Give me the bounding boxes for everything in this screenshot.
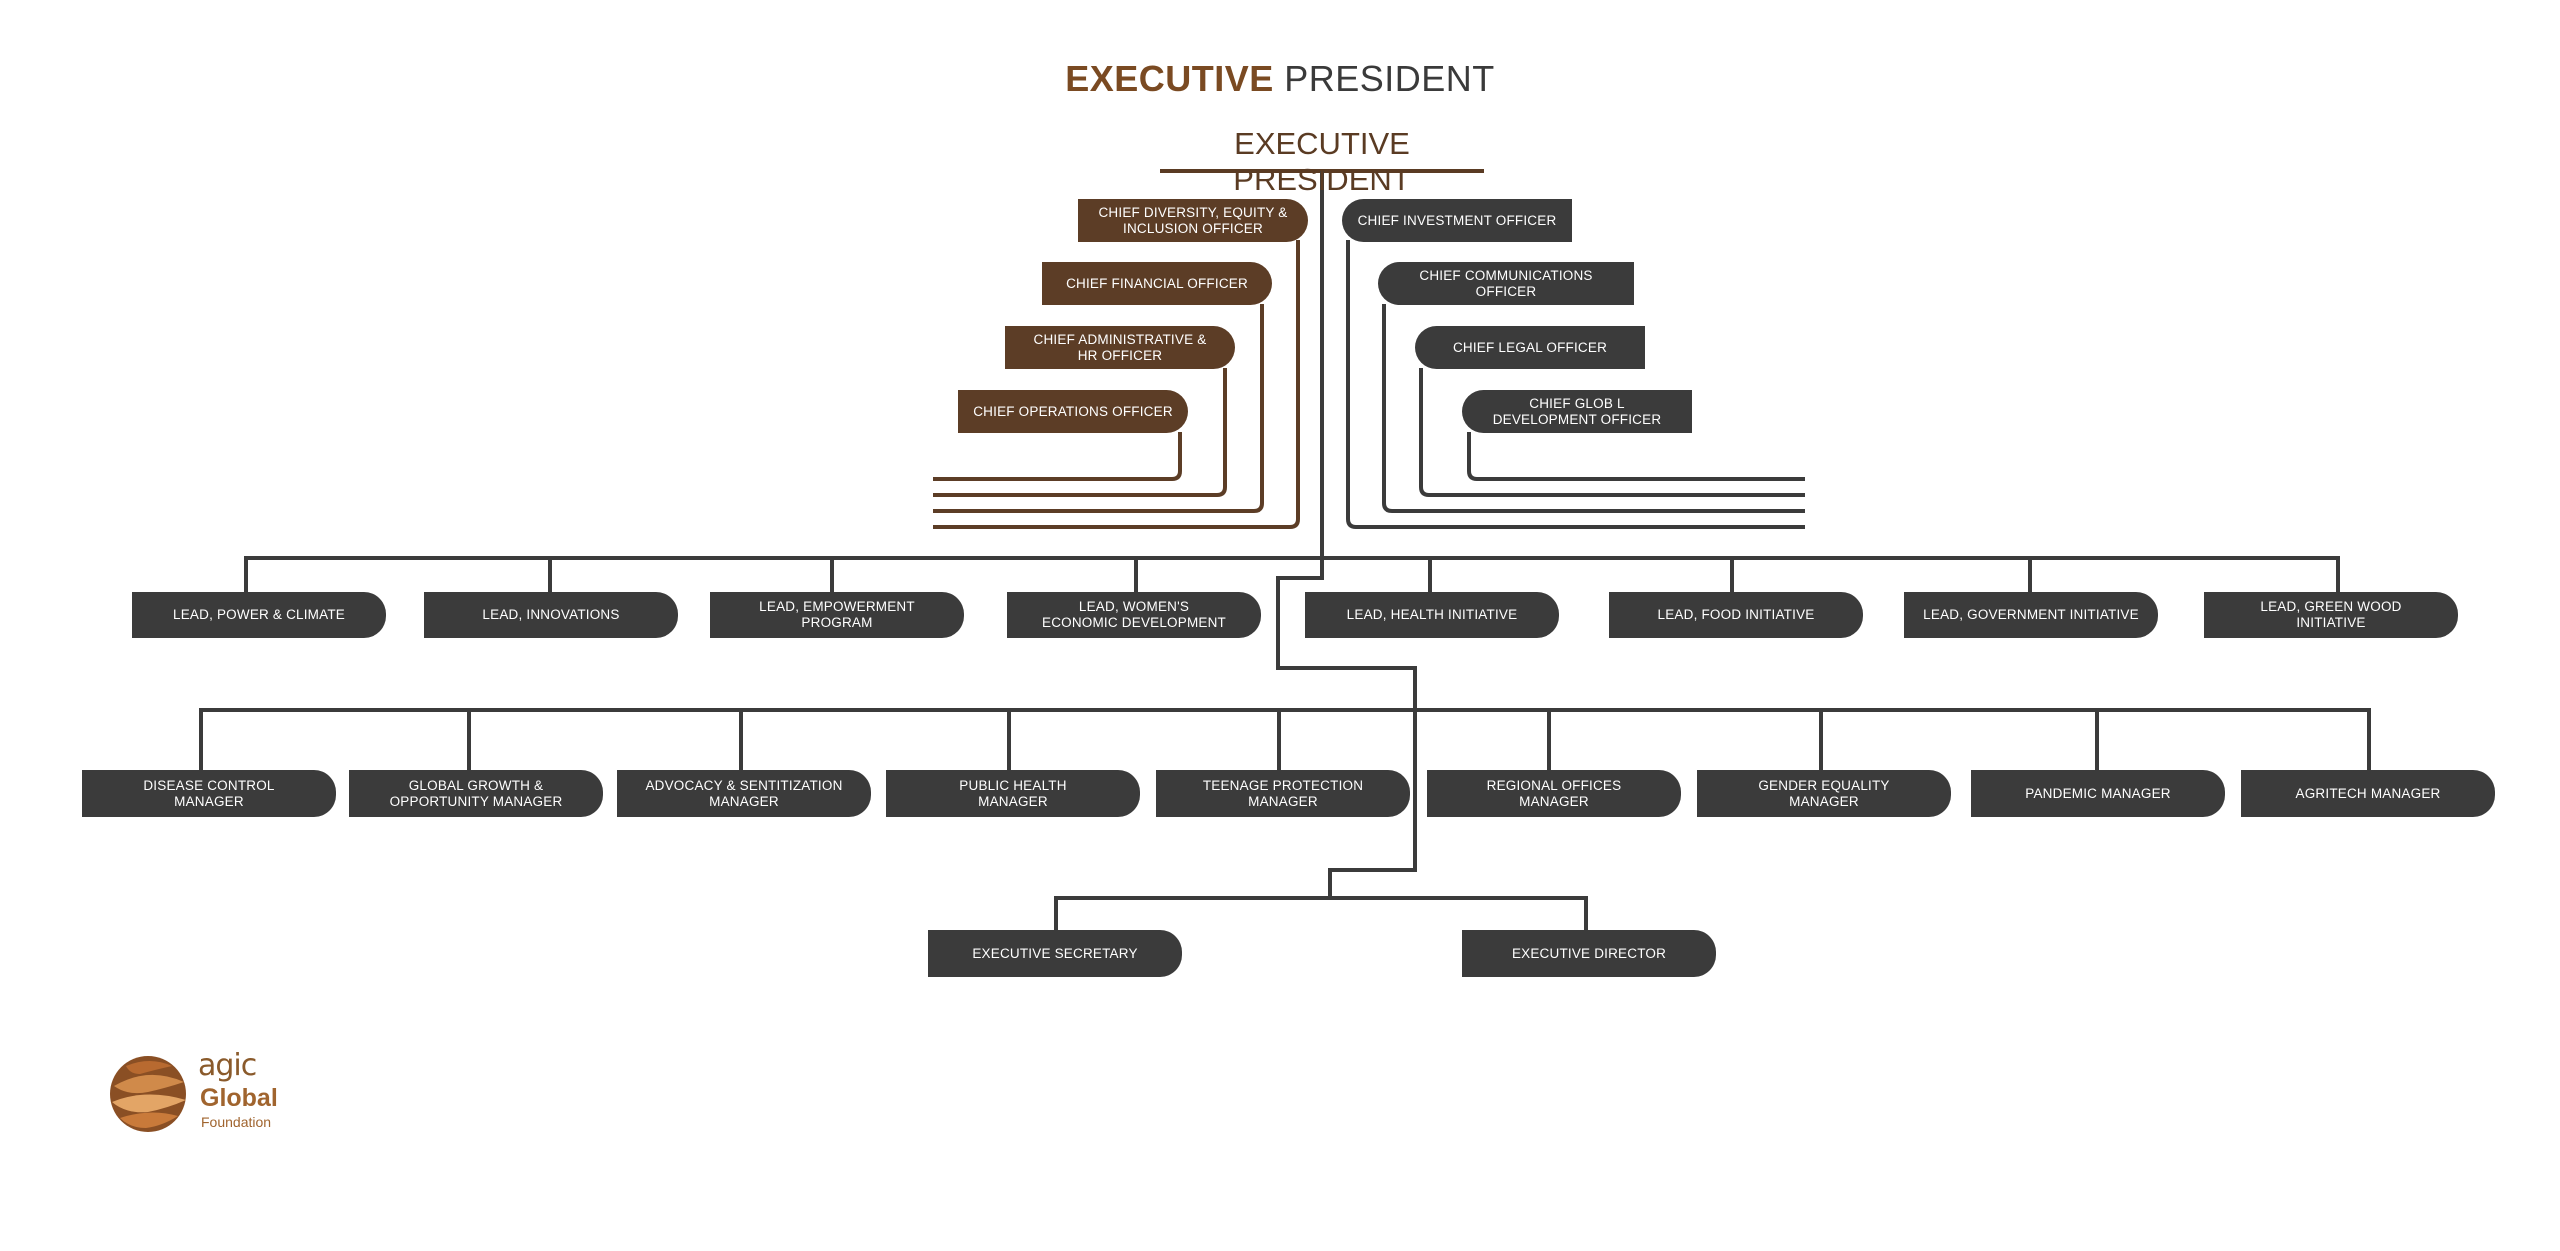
root-node-label: EXECUTIVE PRESIDENT (1233, 126, 1411, 197)
title-strong: EXECUTIVE (1065, 58, 1274, 99)
agic-global-foundation-logo: agic Global Foundation (106, 1048, 296, 1138)
gender-equality-manager: GENDER EQUALITY MANAGER (1697, 770, 1951, 817)
chief-operations-officer: CHIEF OPERATIONS OFFICER (958, 390, 1188, 433)
teenage-protection-manager: TEENAGE PROTECTION MANAGER (1156, 770, 1410, 817)
title-rest: PRESIDENT (1284, 58, 1495, 99)
chief-diversity-officer: CHIEF DIVERSITY, EQUITY & INCLUSION OFFI… (1078, 199, 1308, 242)
logo-global-text: Global (200, 1084, 278, 1112)
page-title: EXECUTIVE PRESIDENT (0, 58, 2560, 100)
executive-director: EXECUTIVE DIRECTOR (1462, 930, 1716, 977)
public-health-manager: PUBLIC HEALTH MANAGER (886, 770, 1140, 817)
lead-womens-economic-development: LEAD, WOMEN'S ECONOMIC DEVELOPMENT (1007, 592, 1261, 638)
disease-control-manager: DISEASE CONTROL MANAGER (82, 770, 336, 817)
lead-empowerment-program: LEAD, EMPOWERMENT PROGRAM (710, 592, 964, 638)
regional-offices-manager: REGIONAL OFFICES MANAGER (1427, 770, 1681, 817)
lead-health-initiative: LEAD, HEALTH INITIATIVE (1305, 592, 1559, 638)
chief-investment-officer: CHIEF INVESTMENT OFFICER (1342, 199, 1572, 242)
lead-green-wood-initiative: LEAD, GREEN WOOD INITIATIVE (2204, 592, 2458, 638)
lead-government-initiative: LEAD, GOVERNMENT INITIATIVE (1904, 592, 2158, 638)
chief-legal-officer: CHIEF LEGAL OFFICER (1415, 326, 1645, 369)
chief-communications-officer: CHIEF COMMUNICATIONS OFFICER (1378, 262, 1634, 305)
advocacy-sensitization-manager: ADVOCACY & SENTITIZATION MANAGER (617, 770, 871, 817)
agritech-manager: AGRITECH MANAGER (2241, 770, 2495, 817)
lead-food-initiative: LEAD, FOOD INITIATIVE (1609, 592, 1863, 638)
logo-foundation-text: Foundation (201, 1114, 272, 1130)
logo-agic-text: agic (198, 1048, 257, 1083)
pandemic-manager: PANDEMIC MANAGER (1971, 770, 2225, 817)
executive-secretary: EXECUTIVE SECRETARY (928, 930, 1182, 977)
lead-innovations: LEAD, INNOVATIONS (424, 592, 678, 638)
chief-global-development-officer: CHIEF GLOB L DEVELOPMENT OFFICER (1462, 390, 1692, 433)
chief-financial-officer: CHIEF FINANCIAL OFFICER (1042, 262, 1272, 305)
chief-administrative-hr-officer: CHIEF ADMINISTRATIVE & HR OFFICER (1005, 326, 1235, 369)
globe-swirl-icon (110, 1056, 186, 1132)
lead-power-climate: LEAD, POWER & CLIMATE (132, 592, 386, 638)
global-growth-opportunity-manager: GLOBAL GROWTH & OPPORTUNITY MANAGER (349, 770, 603, 817)
